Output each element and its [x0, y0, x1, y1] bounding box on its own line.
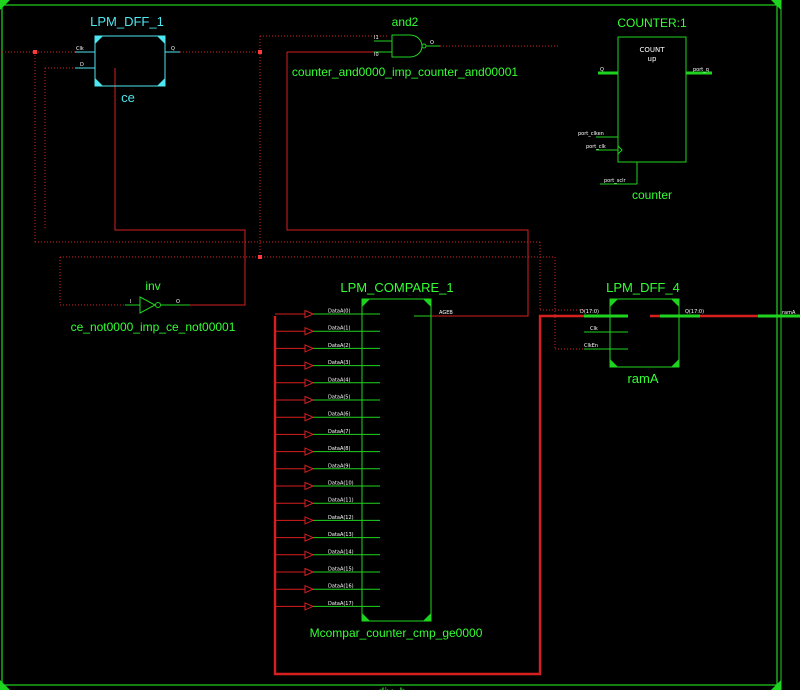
inv-o-pin: O — [176, 299, 180, 305]
compare-input-arrow-icon — [304, 344, 315, 353]
counter-clk-pin: port_clk — [586, 144, 606, 150]
compare-input-pin-label: DataA(6) — [328, 412, 350, 418]
dff1-q-pin: Q — [171, 46, 175, 52]
compare-input-pin-label: DataA(2) — [328, 343, 350, 349]
counter-out-pin: port_q — [693, 67, 709, 73]
lpm-dff-1-instance: ce — [121, 90, 135, 105]
and2-gate[interactable]: and2 I1 I0 O counter_and0000_imp_counter… — [292, 15, 519, 79]
compare-input-arrow-icon — [304, 447, 315, 456]
counter-instance: counter — [632, 188, 672, 202]
compare-input-pins: DataA(0) DataA(1) DataA(2) DataA(3) DataA(4)… — [275, 309, 380, 611]
dff4-instance: ramA — [627, 371, 658, 386]
and2-instance: counter_and0000_imp_counter_and00001 — [292, 65, 519, 79]
output-port-label: ramA — [782, 310, 796, 316]
compare-input-arrow-icon — [304, 567, 315, 577]
dff4-clk-pin: Clk — [590, 326, 598, 332]
compare-input-arrow-icon — [304, 412, 315, 422]
inverter-gate[interactable]: inv I O ce_not0000_imp_ce_not00001 — [71, 279, 236, 334]
compare-input-arrow-icon — [304, 533, 315, 542]
compare-input-pin-label: DataA(11) — [328, 498, 354, 504]
inv-title: inv — [145, 279, 160, 293]
counter-q-pin: Q — [600, 67, 604, 73]
dff1-d-pin: D — [80, 62, 84, 68]
compare-input-pin-label: DataA(14) — [328, 549, 354, 555]
net-junctions — [33, 50, 262, 259]
dff1-clk-pin: Clk — [76, 46, 84, 52]
compare-input-arrow-icon — [304, 430, 315, 439]
counter-title: COUNTER:1 — [617, 16, 687, 30]
dff4-q-pin: Q(17:0) — [685, 309, 704, 315]
compare-input-pin-label: DataA(0) — [328, 309, 350, 315]
sheet-corner-marks — [0, 0, 781, 690]
dff4-d-pin: D(17:0) — [580, 309, 599, 315]
output-port-rama[interactable]: ramA — [758, 310, 800, 318]
lpm-compare-1-block[interactable]: LPM_COMPARE_1 AGEB DataA(0)DataA(1)DataA… — [275, 280, 483, 640]
lpm-dff-4-block[interactable]: LPM_DFF_4 D(17:0) Clk ClkEn Q(17:0) ramA — [580, 280, 704, 386]
compare-input-pin-label: DataA(17) — [328, 601, 354, 607]
dff4-title: LPM_DFF_4 — [606, 280, 680, 295]
dotted-nets — [2, 35, 584, 350]
compare-input-arrow-icon — [304, 309, 315, 319]
compare-input-arrow-icon — [304, 464, 315, 474]
compare-title: LPM_COMPARE_1 — [340, 280, 453, 295]
compare-input-arrow-icon — [304, 361, 315, 370]
and2-title: and2 — [392, 15, 419, 29]
compare-input-arrow-icon — [304, 584, 315, 594]
compare-input-arrow-icon — [304, 550, 315, 560]
compare-input-arrow-icon — [304, 481, 315, 491]
compare-input-pin-label: DataA(8) — [328, 446, 350, 452]
lpm-dff-1-block[interactable]: LPM_DFF_1 Clk D Q ce — [75, 14, 180, 105]
counter-up-text: up — [648, 55, 657, 63]
solid-nets — [114, 51, 529, 317]
compare-input-pin-label: DataA(4) — [328, 377, 350, 383]
compare-input-pin-label: DataA(16) — [328, 584, 354, 590]
compare-input-pin-label: DataA(7) — [328, 429, 350, 435]
compare-input-pin-label: DataA(5) — [328, 395, 350, 401]
inv-i-pin: I — [130, 299, 131, 305]
compare-input-arrow-icon — [304, 516, 315, 525]
compare-input-pin-label: DataA(1) — [328, 326, 350, 332]
compare-input-arrow-icon — [304, 378, 315, 388]
counter-sclr-pin: port_sclr — [604, 178, 626, 184]
and2-i0-pin: I0 — [374, 52, 379, 58]
compare-input-pin-label: DataA(9) — [328, 463, 350, 469]
counter-bus — [273, 314, 765, 676]
dff4-clken-pin: ClkEn — [584, 343, 598, 349]
counter-count-text: COUNT — [639, 46, 665, 54]
compare-input-pin-label: DataA(3) — [328, 360, 350, 366]
compare-input-arrow-icon — [304, 395, 315, 405]
compare-instance: Mcompar_counter_cmp_ge0000 — [310, 626, 483, 640]
sheet-border — [1, 4, 778, 686]
compare-input-pin-label: DataA(15) — [328, 567, 354, 573]
inv-instance: ce_not0000_imp_ce_not00001 — [71, 320, 236, 334]
counter-block[interactable]: COUNTER:1 COUNT up Q port_q port_clken p… — [578, 16, 712, 202]
and2-i1-pin: I1 — [374, 35, 379, 41]
compare-input-arrow-icon — [304, 326, 315, 336]
lpm-dff-1-title: LPM_DFF_1 — [90, 14, 164, 29]
compare-input-pin-label: DataA(13) — [328, 532, 354, 538]
compare-input-pin-label: DataA(10) — [328, 481, 354, 487]
compare-ageb-pin: AGEB — [439, 310, 453, 316]
and2-o-pin: O — [430, 40, 434, 46]
bottom-net-label: div_b — [378, 685, 407, 690]
compare-input-arrow-icon — [304, 498, 315, 508]
counter-clken-pin: port_clken — [578, 131, 604, 137]
compare-input-pin-label: DataA(12) — [328, 515, 354, 521]
compare-input-arrow-icon — [304, 602, 315, 611]
